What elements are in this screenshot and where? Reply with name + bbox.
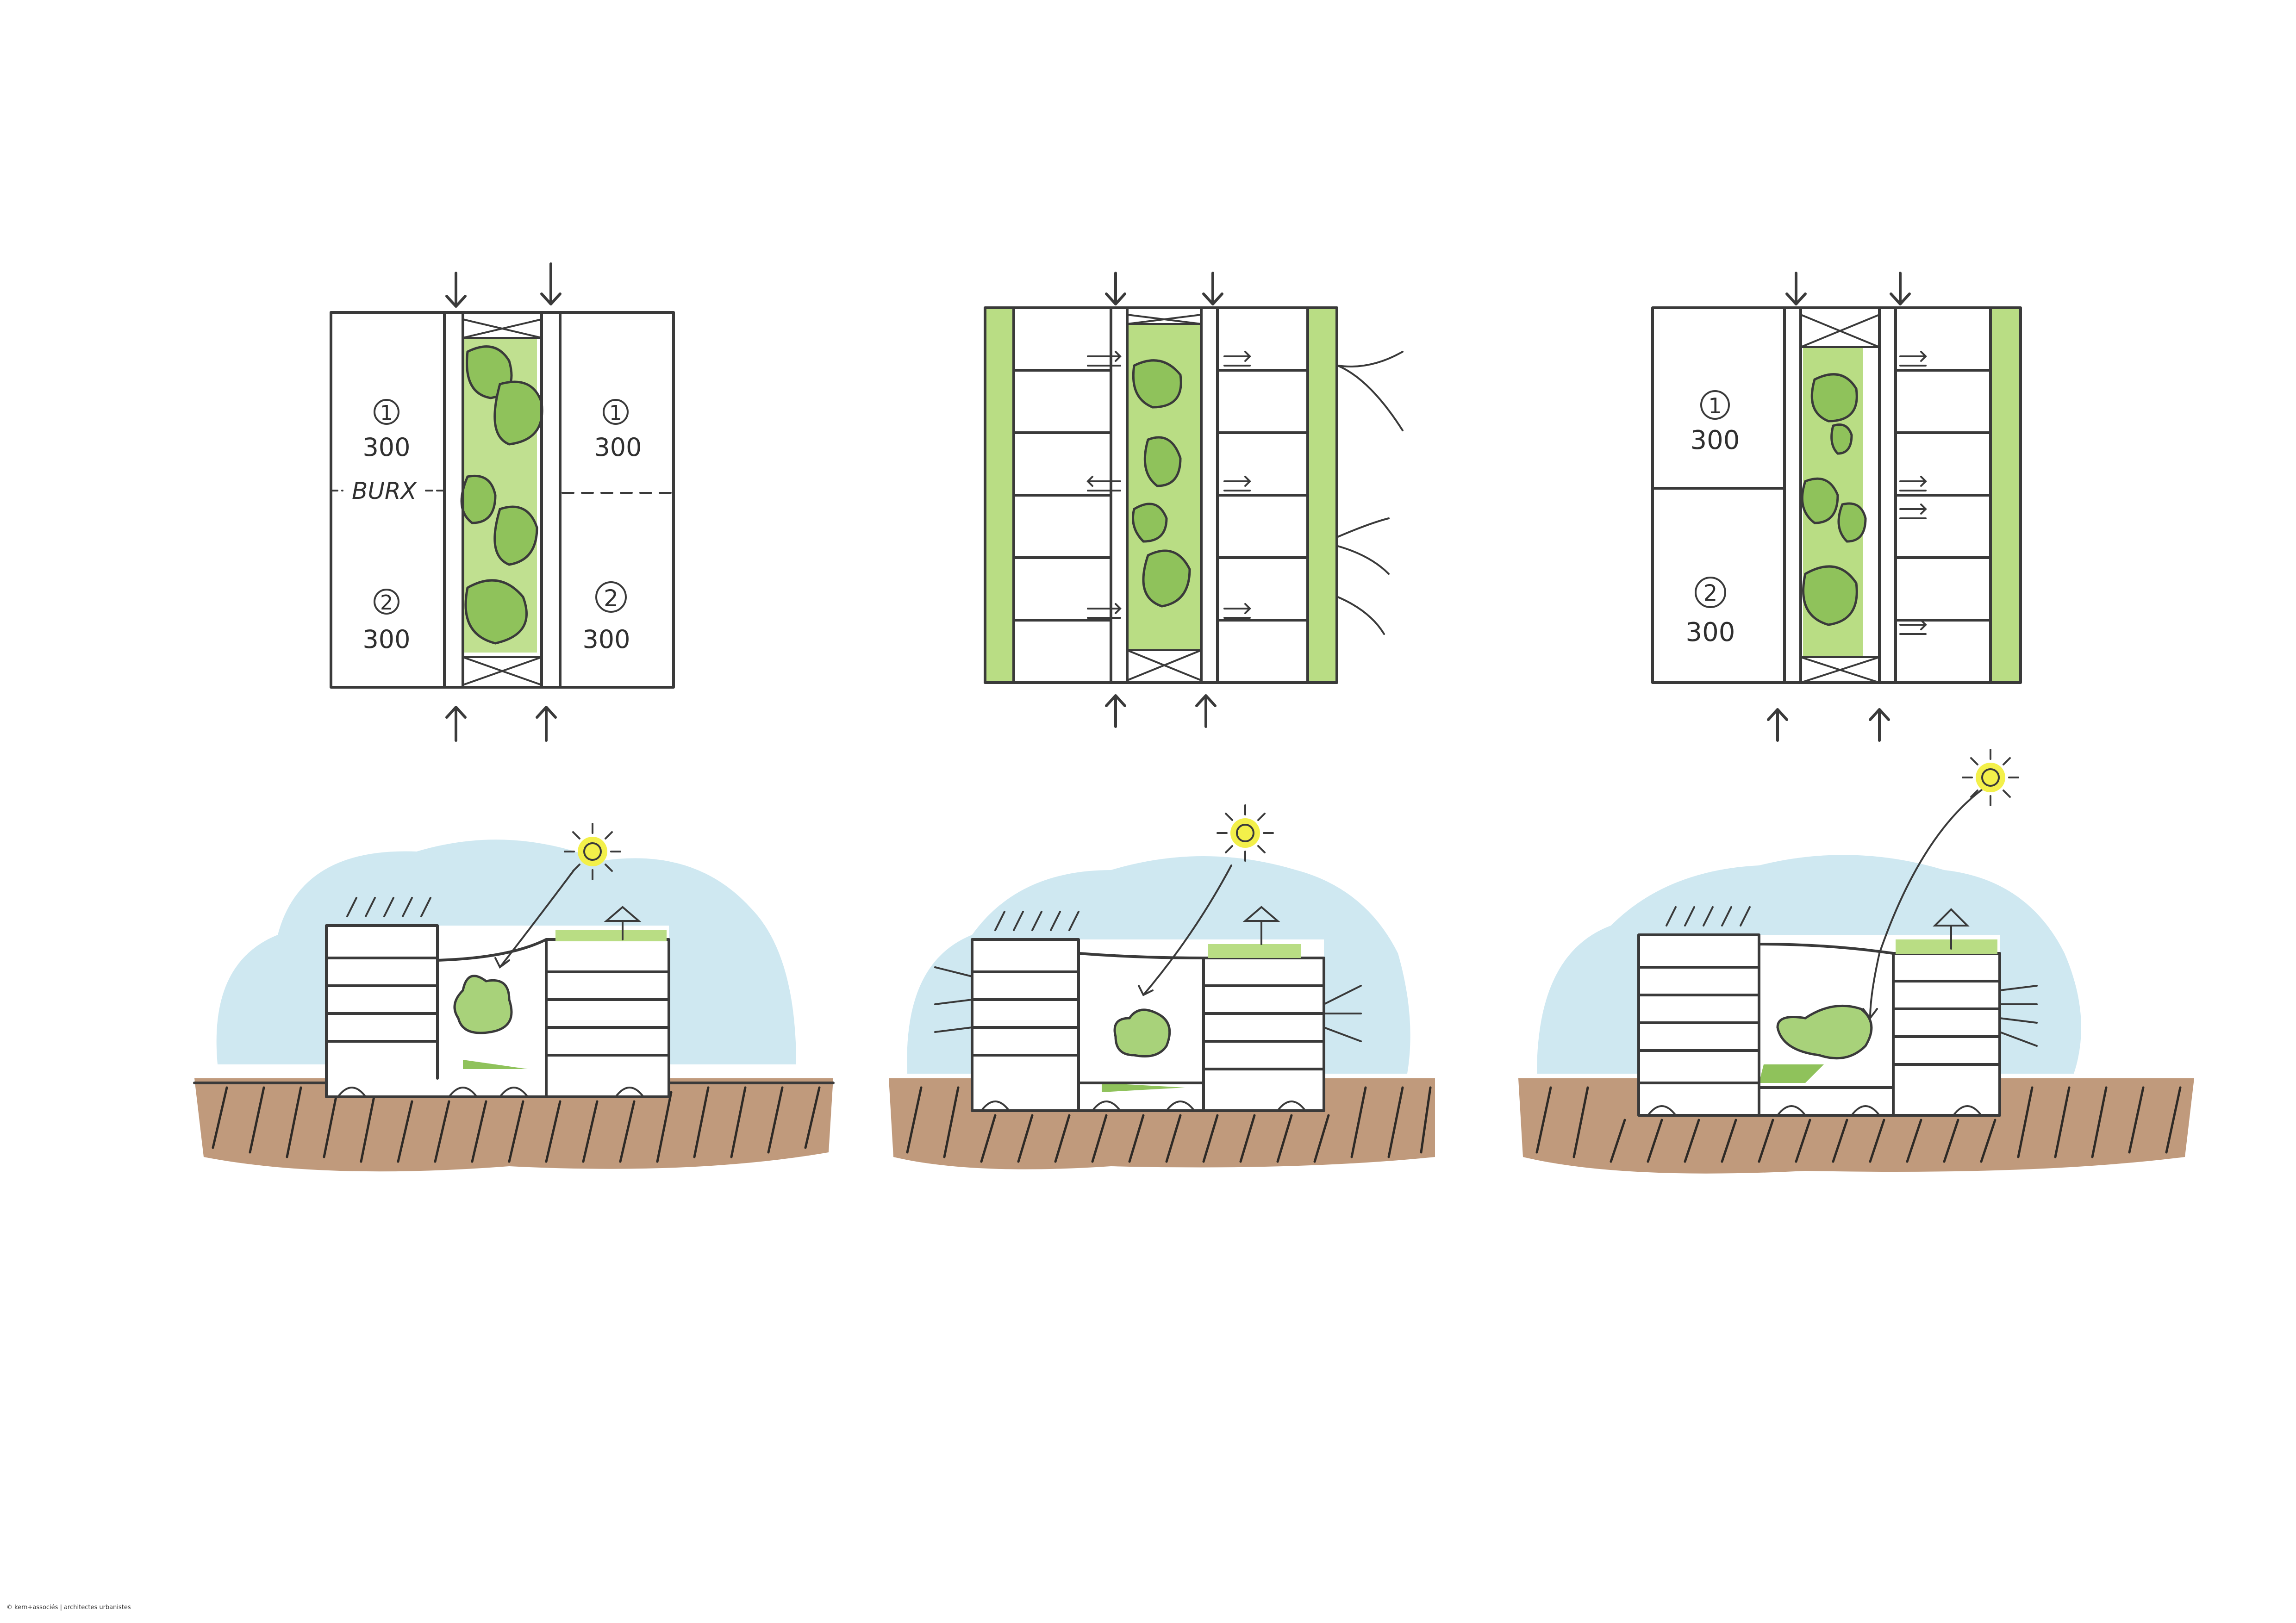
section1-ground	[194, 1078, 833, 1172]
plan-diagram-2	[984, 272, 1404, 728]
plan-diagram-3: 1 300 2 300	[1651, 272, 2022, 742]
plan1-entry-arrow-bottom-right	[536, 706, 557, 742]
plan1-value-right-bottom: 300	[582, 625, 630, 654]
credit-text: © kern+associés | architectes urbanistes	[6, 1604, 131, 1611]
plan1-value-right-top: 300	[594, 433, 642, 462]
plan2-tree-blobs	[1132, 359, 1191, 608]
plan3-value-bottom: 300	[1686, 617, 1735, 647]
section1-ground-hatch	[212, 1086, 821, 1163]
section1-roof-ticks	[346, 897, 431, 917]
plan1-outline	[330, 311, 675, 689]
plan3-unit-2: 2	[1703, 580, 1718, 606]
plan-diagram-1: 1 300 1 300 BURX 2 300 2 300	[330, 262, 675, 742]
section2-sun-icon	[1217, 804, 1274, 862]
section-diagram-2	[889, 804, 1435, 1169]
section-diagram-1	[193, 823, 835, 1172]
plan1-entry-arrow-top-left	[445, 272, 467, 308]
plan3-double-arrows	[1899, 351, 1927, 635]
section3-sun-icon	[1962, 749, 2019, 806]
plan1-unit-1-left: 1	[380, 401, 393, 425]
plan1-entry-arrow-top-right	[540, 262, 562, 305]
plan1-street-label: BURX	[352, 478, 418, 504]
plan3-tree-blobs	[1801, 373, 1867, 626]
plan2-floor-lines	[1012, 369, 1309, 622]
plan3-value-top: 300	[1691, 425, 1740, 455]
plan3-unit-1: 1	[1708, 393, 1722, 418]
plan1-entry-arrow-bottom-left	[445, 706, 467, 742]
plan1-unit-1-right: 1	[609, 401, 622, 425]
plan1-value-left-bottom: 300	[362, 625, 410, 654]
plan2-double-arrows	[1086, 351, 1251, 619]
section1-sun-icon	[564, 823, 621, 880]
plan1-unit-2-right: 2	[604, 585, 618, 612]
section1-floor-lines	[325, 938, 670, 1098]
section1-tire-stops	[337, 1087, 644, 1098]
plan1-value-left-top: 300	[362, 433, 410, 462]
section-diagram-3	[1518, 749, 2194, 1174]
plan1-unit-2-left: 2	[380, 591, 393, 615]
plan1-tree-blobs	[460, 345, 543, 645]
